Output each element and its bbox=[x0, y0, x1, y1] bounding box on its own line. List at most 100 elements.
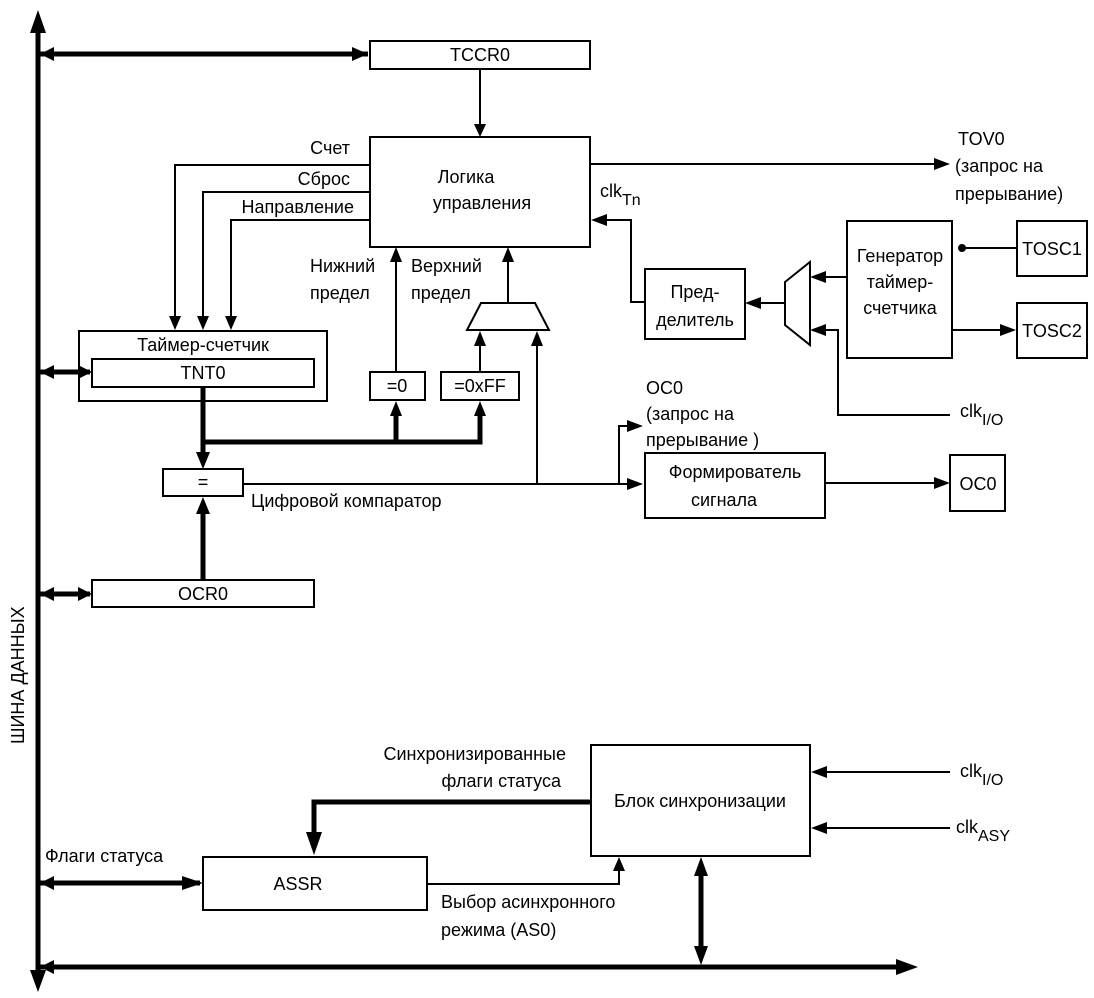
comparator-symbol: = bbox=[198, 472, 209, 492]
count-label: Счет bbox=[310, 138, 350, 158]
async-select-label-2: режима (AS0) bbox=[441, 920, 556, 940]
synced-flags-label-2: флаги статуса bbox=[442, 771, 562, 791]
top-limit-mux bbox=[465, 302, 551, 331]
arrow-head bbox=[531, 331, 543, 346]
ocr0-label: OCR0 bbox=[178, 584, 228, 604]
connector bbox=[820, 329, 950, 416]
arrow-head bbox=[390, 247, 402, 262]
oc0-irq-label-2: (запрос на bbox=[646, 404, 735, 424]
arrow-head bbox=[810, 271, 826, 283]
arrow-head bbox=[811, 766, 827, 778]
tnt0-output-bus bbox=[200, 387, 483, 445]
arrow-head bbox=[627, 420, 643, 432]
prescaler-label-2: делитель bbox=[656, 310, 734, 330]
reset-label: Сброс bbox=[298, 169, 350, 189]
bus-arrow-up bbox=[30, 10, 46, 33]
arrow-head bbox=[810, 324, 826, 336]
waveform-label-2: сигнала bbox=[691, 490, 758, 510]
arrow-head bbox=[390, 401, 402, 416]
oscillator-block bbox=[846, 220, 953, 359]
arrow-head bbox=[502, 247, 514, 262]
timer-counter-label: Таймер-счетчик bbox=[137, 335, 269, 355]
async-select-label-1: Выбор асинхронного bbox=[441, 892, 615, 912]
oscillator-label-1: Генератор bbox=[857, 246, 943, 266]
oc0-pin-block bbox=[949, 454, 1006, 512]
arrow-head bbox=[627, 478, 643, 490]
sync-block bbox=[590, 744, 811, 857]
arrow-head bbox=[40, 47, 54, 61]
synced-flags-label-1: Синхронизированные bbox=[383, 744, 566, 764]
arrow-head bbox=[474, 331, 486, 346]
waveform-label-1: Формирователь bbox=[669, 462, 801, 482]
arrow-head bbox=[1000, 324, 1016, 336]
clk-asy-label: clkASY bbox=[956, 817, 1010, 845]
arrow-head bbox=[40, 960, 54, 974]
prescaler-label-1: Пред- bbox=[670, 282, 719, 302]
synced-flags-bus bbox=[311, 799, 591, 840]
bottom-limit-label-1: Нижний bbox=[310, 256, 375, 276]
arrow-head bbox=[306, 832, 322, 855]
clk-tn-label: clkTn bbox=[600, 181, 641, 209]
prescaler-to-logic-line bbox=[600, 219, 645, 303]
tccr0-block bbox=[369, 40, 591, 70]
data-bus-label: ШИНА ДАННЫХ bbox=[8, 606, 28, 744]
clock-source-mux bbox=[784, 259, 811, 348]
control-logic-label-1: Логика bbox=[438, 167, 496, 187]
prescaler-block bbox=[644, 268, 746, 340]
bottom-limit-label-2: предел bbox=[310, 283, 370, 303]
arrow-head bbox=[591, 214, 607, 226]
direction-line bbox=[230, 219, 370, 322]
status-flags-label: Флаги статуса bbox=[45, 846, 164, 866]
arrow-head bbox=[934, 477, 950, 489]
async-select-line bbox=[427, 868, 620, 885]
arrow-head bbox=[40, 587, 54, 601]
direction-label: Направление bbox=[242, 197, 354, 217]
arrow-head bbox=[196, 452, 210, 469]
connection-dot bbox=[958, 244, 966, 252]
connector bbox=[618, 425, 632, 484]
arrow-head bbox=[613, 857, 625, 871]
top-limit-label-2: предел bbox=[411, 283, 471, 303]
arrow-head bbox=[934, 158, 950, 170]
ocr0-register bbox=[91, 579, 315, 608]
waveform-generator-block bbox=[644, 452, 826, 519]
tnt0-label: TNT0 bbox=[181, 363, 226, 383]
tosc1-pin bbox=[1016, 220, 1088, 277]
arrow-head bbox=[196, 497, 210, 514]
top-limit-label-1: Верхний bbox=[411, 256, 482, 276]
oscillator-label-2: таймер- bbox=[867, 272, 934, 292]
arrow-head bbox=[474, 124, 486, 137]
comparator-block bbox=[162, 468, 244, 497]
control-logic-label-2: управления bbox=[433, 193, 531, 213]
eq-ff-block bbox=[440, 371, 520, 401]
arrow-head bbox=[40, 876, 54, 890]
bus-arrow-down bbox=[30, 970, 46, 992]
clk-io-label-top: clkI/O bbox=[960, 401, 1003, 429]
arrow-head bbox=[197, 316, 209, 330]
eq-zero-block bbox=[369, 371, 426, 401]
oc0-irq-label-3: прерывание ) bbox=[646, 430, 759, 450]
eq-ff-label: =0xFF bbox=[454, 376, 506, 396]
arrow-head bbox=[182, 876, 203, 890]
arrow-head bbox=[694, 857, 708, 876]
arrow-head bbox=[811, 822, 827, 834]
oc0-pin-label: OC0 bbox=[959, 474, 996, 494]
arrow-head bbox=[745, 297, 761, 309]
tnt0-register bbox=[91, 358, 315, 388]
arrow-head bbox=[896, 959, 918, 975]
arrow-head bbox=[169, 316, 181, 330]
arrow-head bbox=[352, 47, 368, 61]
clk-io-label-bottom: clkI/O bbox=[960, 761, 1003, 789]
count-line bbox=[174, 164, 370, 322]
oscillator-label-3: счетчика bbox=[863, 298, 938, 318]
comparator-label: Цифровой компаратор bbox=[251, 491, 442, 511]
arrow-head bbox=[78, 587, 92, 601]
eq-zero-label: =0 bbox=[387, 376, 408, 396]
control-logic-block bbox=[369, 136, 591, 248]
tov0-label-2: (запрос на bbox=[955, 156, 1044, 176]
arrow-head bbox=[40, 365, 54, 379]
arrow-head bbox=[225, 316, 237, 330]
tov0-label-3: прерывание) bbox=[955, 184, 1063, 204]
assr-register bbox=[202, 856, 428, 911]
tosc2-label: TOSC2 bbox=[1022, 321, 1082, 341]
